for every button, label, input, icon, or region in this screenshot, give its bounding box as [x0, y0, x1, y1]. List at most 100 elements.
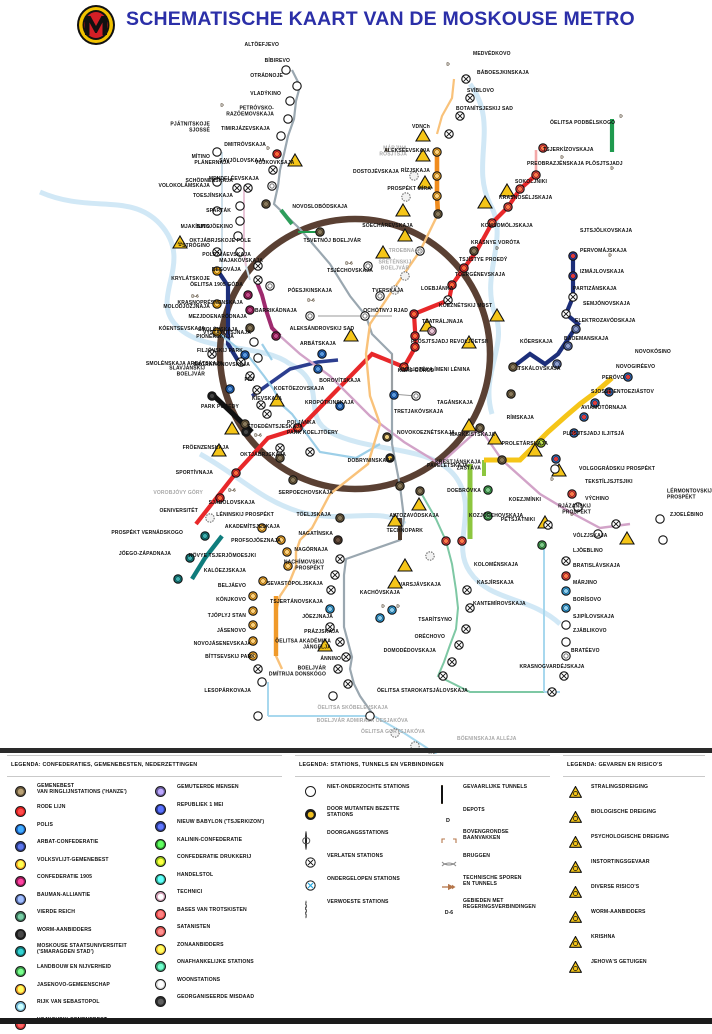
station-marker[interactable]: [318, 350, 326, 358]
station-marker[interactable]: [624, 373, 632, 381]
station-marker[interactable]: [656, 515, 664, 523]
station-marker[interactable]: [569, 272, 577, 280]
station-marker[interactable]: [174, 575, 182, 583]
station-marker[interactable]: [329, 692, 337, 700]
station-marker[interactable]: [306, 312, 314, 320]
station-marker[interactable]: [273, 150, 281, 158]
station-marker[interactable]: [284, 115, 292, 123]
station-marker[interactable]: [236, 202, 244, 210]
metro-map[interactable]: ☢: [0, 24, 712, 754]
station-marker[interactable]: [448, 658, 456, 666]
station-marker[interactable]: [254, 276, 262, 284]
station-marker[interactable]: [249, 592, 257, 600]
station-marker[interactable]: [336, 638, 344, 646]
station-marker[interactable]: [326, 605, 334, 613]
station-marker[interactable]: [532, 171, 540, 179]
station-marker[interactable]: [249, 607, 257, 615]
station-marker[interactable]: [331, 571, 339, 579]
station-marker[interactable]: [484, 486, 492, 494]
station-marker[interactable]: [336, 555, 344, 563]
station-marker[interactable]: [336, 514, 344, 522]
station-marker[interactable]: [458, 537, 466, 545]
station-marker[interactable]: [426, 552, 434, 560]
station-marker[interactable]: [470, 247, 478, 255]
station-marker[interactable]: [562, 621, 570, 629]
station-marker[interactable]: [236, 217, 244, 225]
station-marker[interactable]: [246, 306, 254, 314]
station-marker[interactable]: [659, 536, 667, 544]
station-marker[interactable]: [316, 228, 324, 236]
station-marker[interactable]: [548, 688, 556, 696]
station-marker[interactable]: [293, 82, 301, 90]
station-marker[interactable]: [466, 94, 474, 102]
station-marker[interactable]: [314, 365, 322, 373]
station-marker[interactable]: [254, 665, 262, 673]
station-marker[interactable]: [544, 521, 552, 529]
station-marker[interactable]: [445, 130, 453, 138]
station-marker[interactable]: [442, 537, 450, 545]
station-marker[interactable]: [277, 132, 285, 140]
station-marker[interactable]: [562, 652, 570, 660]
station-marker[interactable]: [538, 541, 546, 549]
station-marker[interactable]: [254, 354, 262, 362]
station-marker[interactable]: [232, 469, 240, 477]
station-marker[interactable]: [433, 172, 441, 180]
station-marker[interactable]: [272, 332, 280, 340]
station-marker[interactable]: [516, 185, 524, 193]
station-marker[interactable]: [569, 252, 577, 260]
station-marker[interactable]: [568, 490, 576, 498]
station-marker[interactable]: [286, 97, 294, 105]
station-marker[interactable]: [562, 310, 570, 318]
station-marker[interactable]: [327, 586, 335, 594]
station-marker[interactable]: [213, 148, 221, 156]
station-marker[interactable]: [428, 327, 436, 335]
station-marker[interactable]: [462, 625, 470, 633]
station-marker[interactable]: [206, 514, 214, 522]
station-marker[interactable]: [396, 482, 404, 490]
station-marker[interactable]: [262, 200, 270, 208]
station-marker[interactable]: [412, 392, 420, 400]
station-marker[interactable]: [562, 557, 570, 565]
station-marker[interactable]: [376, 614, 384, 622]
station-marker[interactable]: [258, 678, 266, 686]
station-marker[interactable]: [268, 182, 276, 190]
station-marker[interactable]: [226, 385, 234, 393]
station-marker[interactable]: [433, 192, 441, 200]
station-marker[interactable]: [551, 465, 559, 473]
station-marker[interactable]: [562, 572, 570, 580]
station-marker[interactable]: [433, 148, 441, 156]
station-marker[interactable]: [201, 532, 209, 540]
station-marker[interactable]: [254, 712, 262, 720]
station-marker[interactable]: [402, 193, 410, 201]
station-marker[interactable]: [463, 586, 471, 594]
station-marker[interactable]: [562, 587, 570, 595]
station-marker[interactable]: [388, 606, 396, 614]
station-marker[interactable]: [289, 476, 297, 484]
station-marker[interactable]: [612, 520, 620, 528]
station-marker[interactable]: [269, 166, 277, 174]
station-marker[interactable]: [233, 184, 241, 192]
station-marker[interactable]: [283, 548, 291, 556]
station-marker[interactable]: [569, 293, 577, 301]
station-marker[interactable]: [244, 184, 252, 192]
station-marker[interactable]: [390, 391, 398, 399]
station-marker[interactable]: [416, 487, 424, 495]
station-marker[interactable]: [334, 536, 342, 544]
station-marker[interactable]: [383, 433, 391, 441]
station-marker[interactable]: [276, 444, 284, 452]
station-marker[interactable]: [334, 665, 342, 673]
station-marker[interactable]: [552, 455, 560, 463]
station-marker[interactable]: [572, 325, 580, 333]
station-marker[interactable]: [456, 112, 464, 120]
station-marker[interactable]: [504, 203, 512, 211]
station-marker[interactable]: [263, 410, 271, 418]
station-marker[interactable]: [562, 638, 570, 646]
station-marker[interactable]: [266, 282, 274, 290]
station-marker[interactable]: [342, 653, 350, 661]
station-marker[interactable]: [580, 413, 588, 421]
station-marker[interactable]: [455, 641, 463, 649]
station-marker[interactable]: [507, 390, 515, 398]
station-marker[interactable]: [562, 604, 570, 612]
station-marker[interactable]: [244, 291, 252, 299]
station-marker[interactable]: [410, 310, 418, 318]
